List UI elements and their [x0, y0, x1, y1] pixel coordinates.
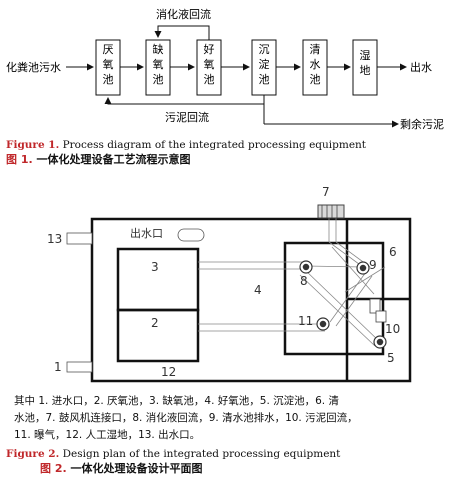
box-anaerobic-label: 厌氧池 [103, 43, 114, 86]
label-11: 11 [298, 314, 313, 328]
figure-1-title-cn: 一体化处理设备工艺流程示意图 [36, 153, 191, 166]
figure-2-caption-en: Figure 2. Design plan of the integrated … [6, 448, 340, 461]
box-wetland-label: 湿地 [360, 49, 371, 77]
box-anoxic-label: 缺氧池 [153, 42, 164, 86]
excess-sludge-label: 剩余污泥 [400, 117, 444, 131]
anaerobic-tank [116, 308, 200, 363]
inflow-label: 化粪池污水 [6, 60, 61, 74]
figure-2-caption-cn: 图 2. 一体化处理设备设计平面图 [40, 462, 203, 476]
figure-2-label-cn: 图 2. [40, 462, 67, 475]
figure-2-legend: 其中 1. 进水口，2. 厌氧池，3. 缺氧池，4. 好氧池，5. 沉淀池，6.… [14, 393, 452, 444]
figure-2-label-en: Figure 2. [6, 448, 60, 460]
label-8: 8 [300, 274, 308, 288]
label-2: 2 [151, 316, 159, 330]
pipework [198, 216, 386, 347]
label-12: 12 [161, 365, 176, 379]
box-aerobic-tank [196, 39, 222, 96]
nitrified-liquid-return-label: 消化液回流 [156, 7, 211, 21]
legend-line-1: 其中 1. 进水口，2. 厌氧池，3. 缺氧池，4. 好氧池，5. 沉淀池，6.… [14, 395, 339, 407]
figure-1-title-en: Process diagram of the integrated proces… [62, 139, 367, 151]
sludge-return-label: 污泥回流 [165, 110, 209, 124]
label-5: 5 [387, 351, 395, 365]
outlet-pipe [66, 232, 93, 245]
outflow-label: 出水 [410, 60, 432, 74]
figure-1-caption-cn: 图 1. 一体化处理设备工艺流程示意图 [6, 153, 191, 167]
figure-1-label-cn: 图 1. [6, 153, 33, 166]
box-clear-water-label: 清水池 [310, 43, 321, 86]
design-plan-diagram: 1 13 出水口 3 2 12 4 6 5 7 8 9 11 10 [47, 185, 412, 383]
drain-box [369, 298, 381, 314]
box-sedimentation-label: 沉淀池 [259, 43, 270, 86]
label-3: 3 [151, 260, 159, 274]
figure-1-caption-en: Figure 1. Process diagram of the integra… [6, 139, 366, 152]
box-clear-water-tank [302, 39, 328, 96]
blower-connector [317, 204, 345, 219]
outlet-channel [177, 228, 205, 242]
inlet-pipe [66, 361, 93, 373]
box-aerobic-label: 好氧池 [204, 42, 215, 86]
label-10: 10 [385, 322, 400, 336]
outlet-label: 出水口 [130, 226, 163, 240]
figure-1-label-en: Figure 1. [6, 139, 60, 151]
figure-2-title-en: Design plan of the integrated processing… [62, 448, 341, 460]
label-6: 6 [389, 245, 397, 259]
legend-line-2: 水池，7. 鼓风机连接口，8. 消化液回流，9. 清水池排水，10. 污泥回流， [14, 412, 358, 424]
label-4: 4 [254, 283, 262, 297]
sludge-return-box [375, 310, 387, 323]
anoxic-tank [116, 247, 200, 312]
label-13: 13 [47, 232, 62, 246]
legend-line-3: 11. 曝气，12. 人工湿地，13. 出水口。 [14, 429, 201, 441]
label-1: 1 [54, 360, 62, 374]
label-7: 7 [322, 185, 330, 199]
figure-2-title-cn: 一体化处理设备设计平面图 [70, 462, 203, 475]
process-flow-diagram: 化粪池污水 厌氧池 缺氧池 好氧池 沉淀池 清水池 湿地 出水 消化液回流 污泥… [6, 7, 444, 131]
label-9: 9 [369, 258, 377, 272]
box-wetland [352, 39, 378, 96]
